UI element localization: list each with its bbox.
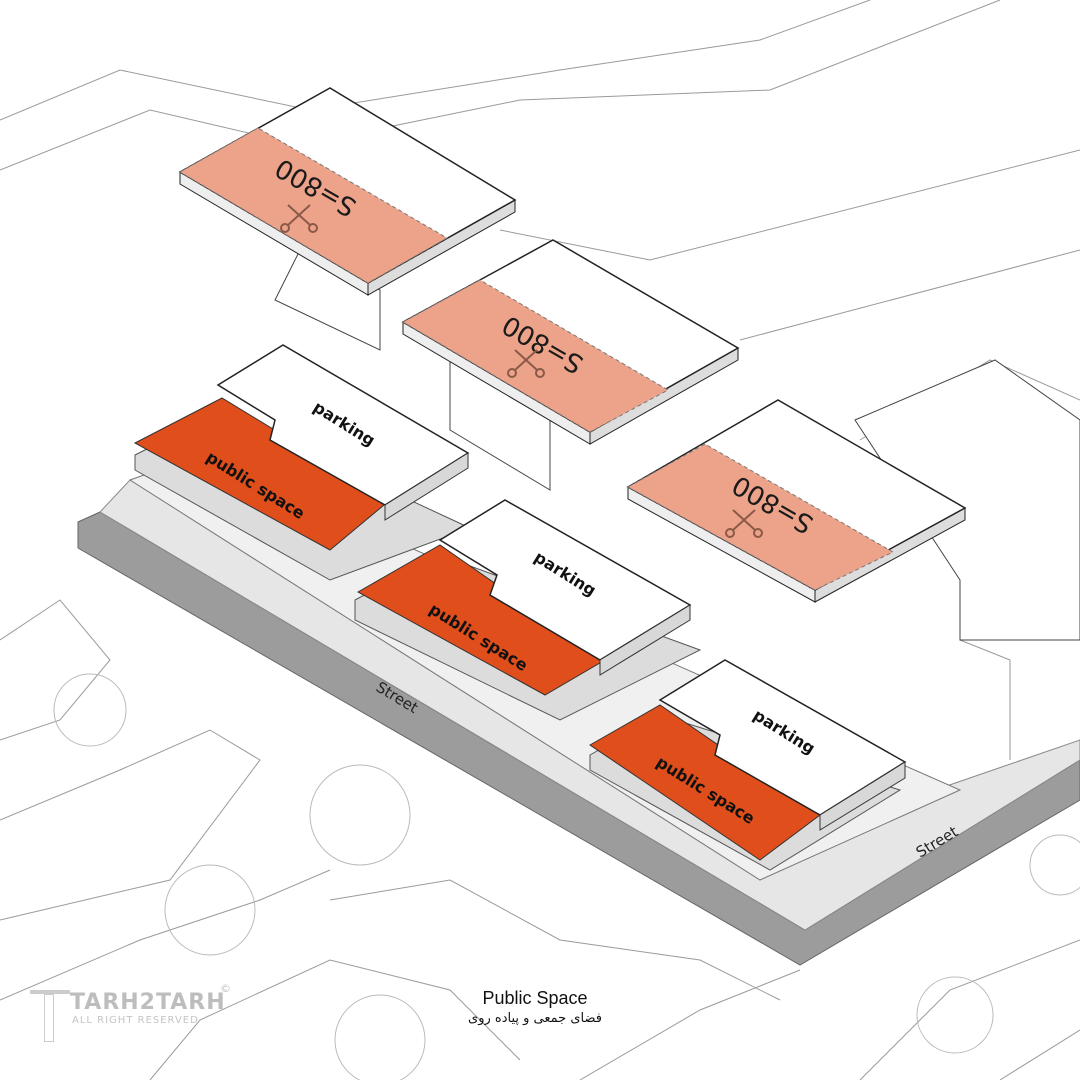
tree-icon <box>334 994 426 1080</box>
cut-area <box>401 279 670 433</box>
scissors-icon <box>725 509 763 538</box>
watermark-rights: ALL RIGHT RESERVED <box>72 1015 199 1026</box>
tree-icon <box>53 673 127 747</box>
caption-subtitle: فضای جمعی و پیاده روی <box>468 1011 602 1026</box>
cut-area <box>178 127 449 284</box>
copyright-symbol: © <box>220 982 231 995</box>
logo-pillar-icon <box>30 990 70 1044</box>
watermark-logo: TARH2TARH ALL RIGHT RESERVED © <box>30 982 231 1042</box>
building-block-2 <box>354 499 702 721</box>
cut-area <box>626 443 895 591</box>
building-block-3 <box>589 659 907 871</box>
scissors-icon <box>507 349 545 378</box>
trees <box>53 673 1080 1080</box>
slab-1 <box>178 87 517 296</box>
building-block-1 <box>133 344 472 581</box>
tree-icon <box>1029 834 1080 896</box>
tree-icon <box>916 976 994 1054</box>
tree-icon <box>164 864 256 956</box>
support-structures <box>274 249 1080 641</box>
tree-icon <box>309 764 411 866</box>
watermark-brand: TARH2TARH <box>70 990 226 1015</box>
slab-3 <box>626 399 967 603</box>
caption-title: Public Space <box>482 988 588 1008</box>
caption: Public Space فضای جمعی و پیاده روی <box>420 988 650 1026</box>
slab-2 <box>401 239 740 445</box>
scissors-icon <box>280 204 318 233</box>
